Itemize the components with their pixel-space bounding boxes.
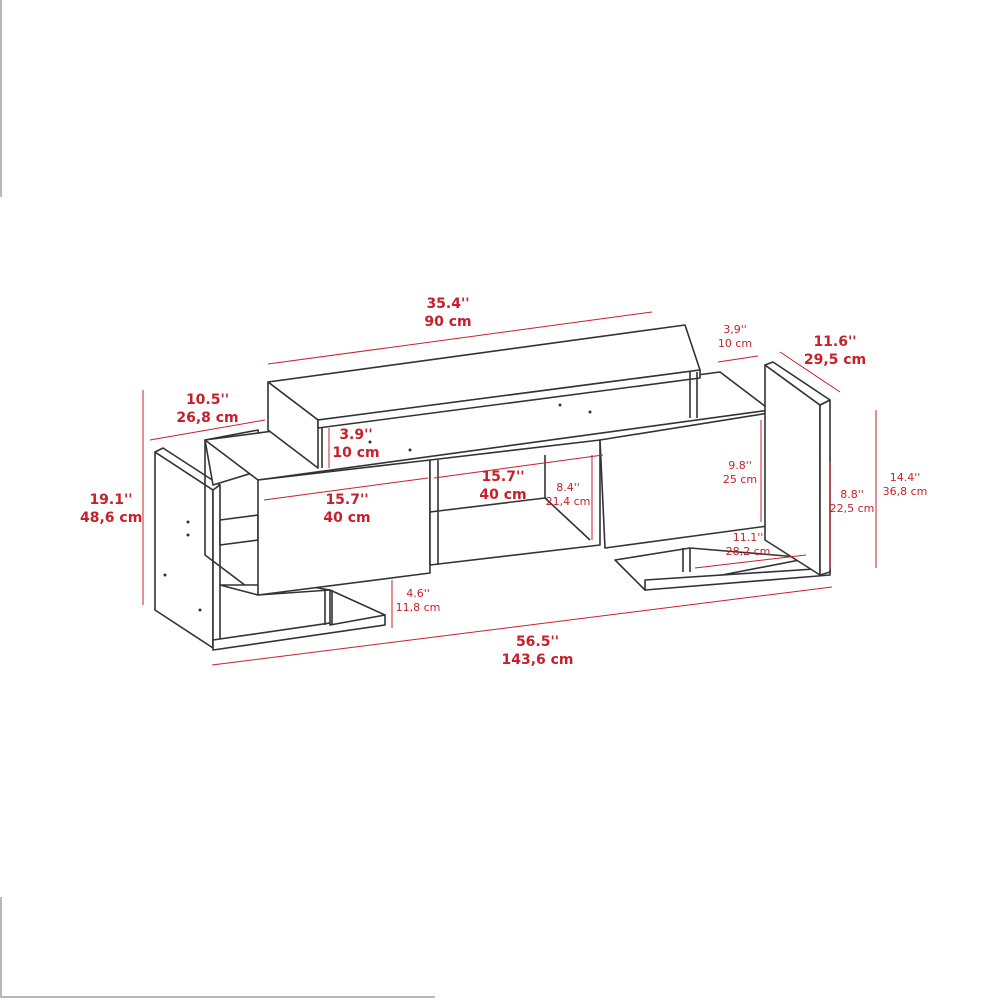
dim-line-right-bottom	[694, 554, 807, 569]
dim-line-right-depth	[779, 351, 841, 393]
dim-label-right-total-height: 14.4'' 36,8 cm	[882, 471, 928, 498]
dim-label-top-shelf-depth: 3,9'' 10 cm	[717, 323, 753, 350]
dim-label-top-riser-height: 3.9'' 10 cm	[332, 427, 380, 461]
dim-label-left-drawer-width: 15.7'' 40 cm	[323, 492, 371, 526]
middle-compartment	[429, 439, 601, 566]
dim-label-middle-opening-height: 8.4'' 21,4 cm	[545, 481, 591, 508]
left-drawer-front	[257, 459, 431, 596]
dim-line-left-depth	[149, 419, 266, 441]
dim-label-top-shelf-width: 35.4'' 90 cm	[424, 296, 472, 330]
dim-line-total-width	[211, 586, 833, 666]
dim-label-right-bottom-width: 11.1'' 28,2 cm	[725, 531, 771, 558]
dim-label-right-panel-depth: 11.6'' 29,5 cm	[803, 334, 867, 368]
left-base-board	[212, 614, 386, 651]
frame-edge-bottom	[0, 996, 435, 998]
frame-edge-left-top	[0, 0, 2, 197]
dim-label-left-bottom-gap: 4.6'' 11,8 cm	[395, 587, 441, 614]
dim-line-left-drawer	[263, 477, 429, 501]
frame-edge-left-bottom	[0, 897, 2, 997]
dim-line-middle-width	[433, 454, 604, 479]
dim-label-right-lower-height: 8.8'' 22,5 cm	[829, 488, 875, 515]
dim-label-right-door-height: 9.8'' 25 cm	[722, 459, 758, 486]
dim-line-top-width	[267, 311, 653, 365]
dim-label-total-width: 56.5'' 143,6 cm	[501, 634, 574, 668]
dim-line-top-depth	[717, 355, 759, 363]
dim-label-left-depth: 10.5'' 26,8 cm	[176, 392, 239, 426]
dim-label-total-height: 19.1'' 48,6 cm	[80, 492, 143, 526]
dim-label-middle-opening-width: 15.7'' 40 cm	[479, 469, 527, 503]
